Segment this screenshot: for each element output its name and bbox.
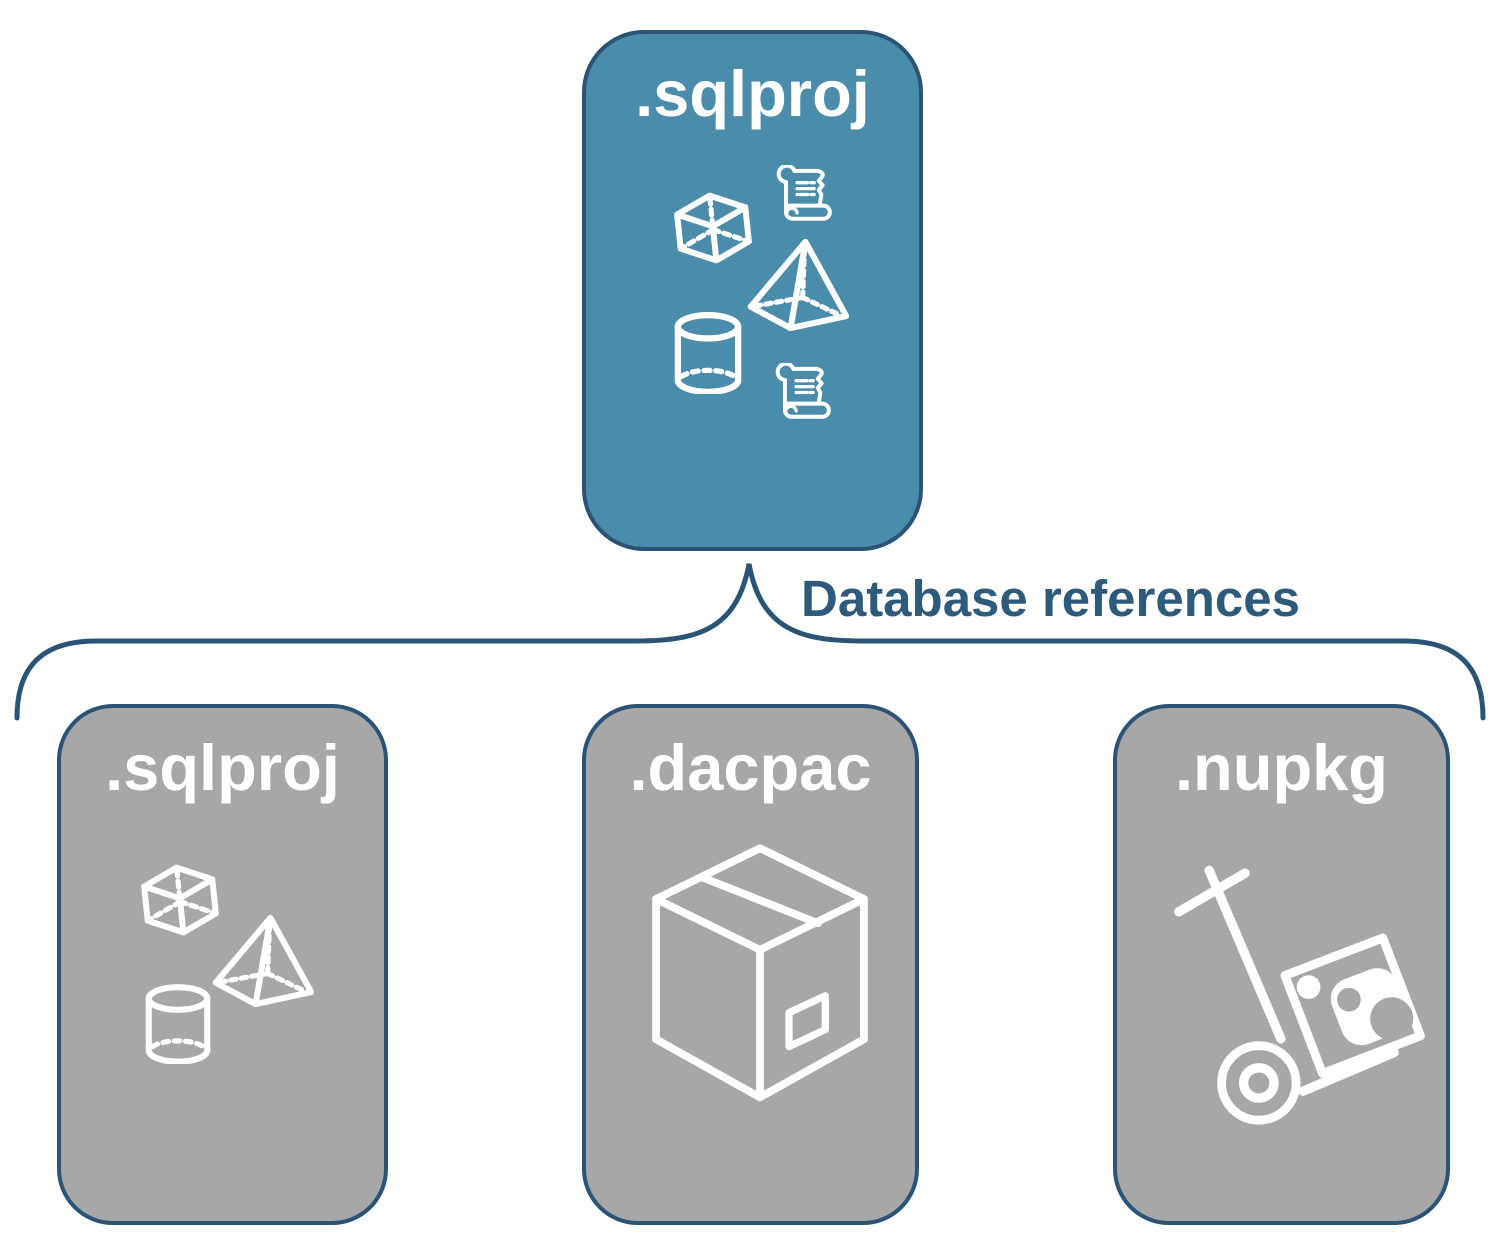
card-title: .sqlproj: [105, 731, 340, 804]
card-title: .dacpac: [629, 731, 872, 804]
cylinder-icon: [674, 312, 742, 394]
cube-icon: [666, 188, 759, 269]
scroll-icon: [770, 165, 836, 224]
card-child-nupkg: .nupkg: [1113, 704, 1450, 1225]
pyramid-icon: [212, 914, 314, 1007]
cylinder-icon: [145, 984, 211, 1064]
package-box-icon: [639, 841, 881, 1107]
card-title: .sqlproj: [635, 57, 870, 130]
card-child-sqlproj: .sqlproj: [57, 704, 388, 1225]
pyramid-icon: [747, 238, 849, 331]
connector-label: Database references: [801, 570, 1300, 627]
card-title: .nupkg: [1174, 731, 1389, 804]
scroll-icon: [769, 363, 835, 422]
hand-truck-icon: [1165, 851, 1441, 1141]
card-root-sqlproj: .sqlproj: [582, 30, 923, 551]
card-child-dacpac: .dacpac: [582, 704, 919, 1225]
